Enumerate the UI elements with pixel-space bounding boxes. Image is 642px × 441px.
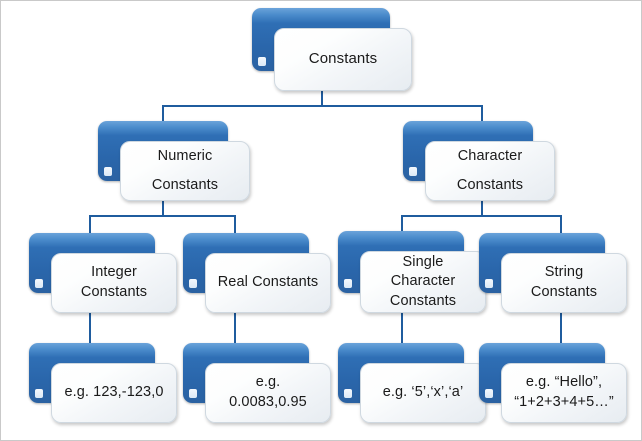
node-single-character-example[interactable]: e.g. ‘5’,‘x’,‘a’ <box>338 343 486 423</box>
connector-to-real <box>234 215 236 235</box>
connector-to-single-character <box>401 215 403 235</box>
node-front-card: String Constants <box>501 253 627 313</box>
node-label-real-constants: Real Constants <box>217 274 319 291</box>
node-front-card: Constants <box>274 28 412 91</box>
node-integer-constants[interactable]: Integer Constants <box>29 233 177 313</box>
node-front-card: e.g. “Hello”, “1+2+3+4+5…” <box>501 363 627 423</box>
connector-to-character <box>481 105 483 123</box>
node-single-character-constants[interactable]: Single Character Constants <box>338 231 486 313</box>
node-label-character-constants: Character Constants <box>456 148 524 193</box>
node-constants[interactable]: Constants <box>252 8 412 91</box>
connector-to-numeric <box>162 105 164 123</box>
node-notch <box>189 389 197 398</box>
connector-level1-bus <box>162 105 483 107</box>
connector-single-character-to-example <box>401 311 403 343</box>
node-front-card: Numeric Constants <box>120 141 250 201</box>
connector-to-string <box>560 215 562 235</box>
node-front-card: e.g. 0.0083,0.95 <box>205 363 331 423</box>
node-notch <box>258 57 266 66</box>
node-front-card: Integer Constants <box>51 253 177 313</box>
node-notch <box>104 167 112 176</box>
connector-integer-to-example <box>89 311 91 343</box>
connector-to-integer <box>89 215 91 235</box>
node-label-real-example: e.g. 0.0083,0.95 <box>229 374 307 410</box>
connector-root-stem <box>321 89 323 105</box>
node-label-numeric-constants: Numeric Constants <box>151 148 219 193</box>
node-notch <box>35 279 43 288</box>
node-front-card: Single Character Constants <box>360 251 486 313</box>
node-real-example[interactable]: e.g. 0.0083,0.95 <box>183 343 331 423</box>
connector-character-bus <box>401 215 562 217</box>
node-string-constants[interactable]: String Constants <box>479 233 627 313</box>
node-numeric-constants[interactable]: Numeric Constants <box>98 121 250 201</box>
node-label-constants: Constants <box>308 50 378 68</box>
connector-numeric-stem <box>162 199 164 215</box>
connector-numeric-bus <box>89 215 236 217</box>
node-notch <box>35 389 43 398</box>
node-notch <box>485 279 493 288</box>
node-front-card: e.g. 123,-123,0 <box>51 363 177 423</box>
node-front-card: Real Constants <box>205 253 331 313</box>
node-label-integer-example: e.g. 123,-123,0 <box>64 384 164 401</box>
node-notch <box>189 279 197 288</box>
node-notch <box>344 389 352 398</box>
node-label-string-example: e.g. “Hello”, “1+2+3+4+5…” <box>514 374 614 410</box>
node-string-example[interactable]: e.g. “Hello”, “1+2+3+4+5…” <box>479 343 627 423</box>
node-notch <box>485 389 493 398</box>
node-real-constants[interactable]: Real Constants <box>183 233 331 313</box>
node-label-integer-constants: Integer Constants <box>80 264 148 300</box>
connector-real-to-example <box>234 311 236 343</box>
node-notch <box>409 167 417 176</box>
node-front-card: Character Constants <box>425 141 555 201</box>
node-label-single-character-constants: Single Character Constants <box>389 253 457 309</box>
node-label-single-character-example: e.g. ‘5’,‘x’,‘a’ <box>382 384 464 401</box>
node-label-string-constants: String Constants <box>530 264 598 300</box>
node-notch <box>344 279 352 288</box>
connector-character-stem <box>481 199 483 215</box>
node-front-card: e.g. ‘5’,‘x’,‘a’ <box>360 363 486 423</box>
node-character-constants[interactable]: Character Constants <box>403 121 555 201</box>
connector-string-to-example <box>560 311 562 343</box>
node-integer-example[interactable]: e.g. 123,-123,0 <box>29 343 177 423</box>
